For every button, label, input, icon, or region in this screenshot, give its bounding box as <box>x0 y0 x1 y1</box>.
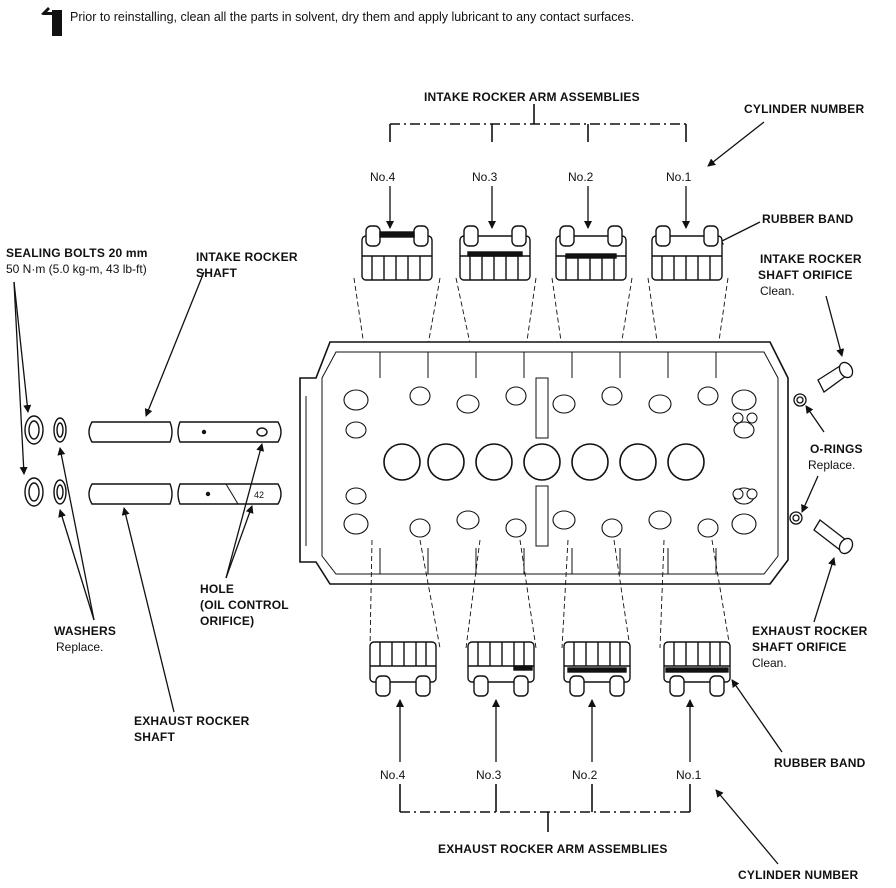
exhaust-assemblies-label: EXHAUST ROCKER ARM ASSEMBLIES <box>438 842 668 856</box>
sealing-bolts-label: SEALING BOLTS 20 mm <box>6 246 148 260</box>
exhaust-no4: No.4 <box>380 768 406 782</box>
intake-no4: No.4 <box>370 170 396 184</box>
rubber-band-bottom-label: RUBBER BAND <box>774 756 866 770</box>
rubber-band-top-label: RUBBER BAND <box>762 212 854 226</box>
exhaust-orifice-note: Clean. <box>752 656 787 670</box>
exhaust-shaft-label-2: SHAFT <box>134 730 175 744</box>
hole-label-2: (OIL CONTROL <box>200 598 289 612</box>
intake-assemblies-label: INTAKE ROCKER ARM ASSEMBLIES <box>424 90 640 104</box>
exhaust-no2: No.2 <box>572 768 598 782</box>
orings-label: O-RINGS <box>810 442 863 456</box>
hole-label-3: ORIFICE) <box>200 614 255 628</box>
shaft-mark: 42 <box>254 490 264 500</box>
intake-shaft-label-2: SHAFT <box>196 266 237 280</box>
exhaust-shaft-label-1: EXHAUST ROCKER <box>134 714 250 728</box>
exhaust-orifice-label-1: EXHAUST ROCKER <box>752 624 868 638</box>
washers-note: Replace. <box>56 640 104 654</box>
intake-orifice-note: Clean. <box>760 284 795 298</box>
washers-label: WASHERS <box>54 624 117 638</box>
exhaust-rocker-assemblies <box>369 641 731 697</box>
intake-shaft-orifice <box>793 361 854 407</box>
exhaust-bracket <box>399 784 691 832</box>
intake-rocker-shaft <box>88 421 282 443</box>
exhaust-orifice-label-2: SHAFT ORIFICE <box>752 640 847 654</box>
intake-orifice-label-2: SHAFT ORIFICE <box>758 268 853 282</box>
exhaust-no1: No.1 <box>676 768 702 782</box>
intake-no3: No.3 <box>472 170 498 184</box>
exhaust-shaft-orifice <box>789 511 854 555</box>
sealing-torque-label: 50 N·m (5.0 kg-m, 43 lb-ft) <box>6 262 147 276</box>
intake-bracket <box>389 104 687 142</box>
intake-shaft-label-1: INTAKE ROCKER <box>196 250 298 264</box>
cylinder-head <box>299 341 789 585</box>
intake-no2: No.2 <box>568 170 594 184</box>
wrench-icon <box>41 7 62 36</box>
sealing-bolts <box>24 415 44 507</box>
intake-no1: No.1 <box>666 170 692 184</box>
exhaust-rocker-shaft <box>88 483 282 505</box>
orings-note: Replace. <box>808 458 856 472</box>
washers <box>53 417 67 505</box>
intake-rocker-assemblies <box>361 225 723 281</box>
intake-orifice-label-1: INTAKE ROCKER <box>760 252 862 266</box>
exhaust-no3: No.3 <box>476 768 502 782</box>
hole-label-1: HOLE <box>200 582 235 596</box>
cylinder-number-bottom-label: CYLINDER NUMBER <box>738 868 859 882</box>
cylinder-number-top-label: CYLINDER NUMBER <box>744 102 865 116</box>
reinstall-note: Prior to reinstalling, clean all the par… <box>70 10 635 24</box>
